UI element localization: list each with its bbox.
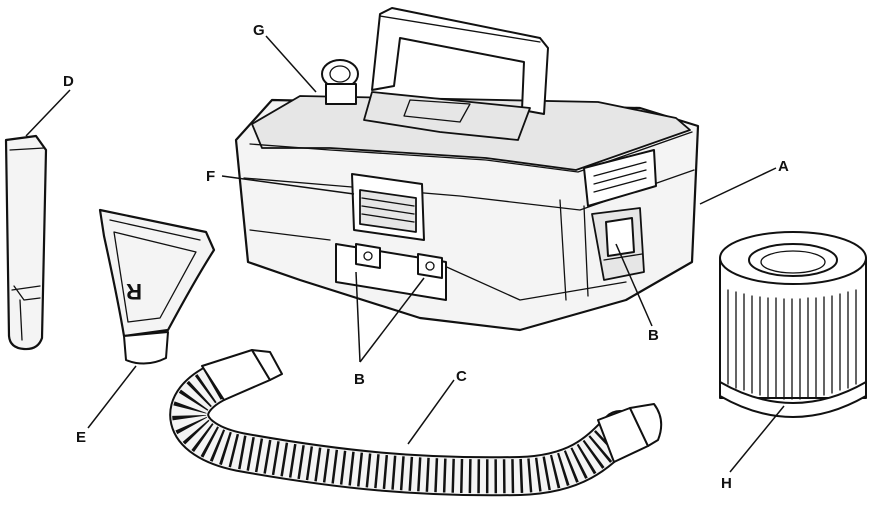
latch xyxy=(352,174,424,240)
hose xyxy=(189,350,661,476)
hose-port xyxy=(322,60,358,104)
callout-c: C xyxy=(456,368,467,385)
callout-g: G xyxy=(253,22,265,39)
cartridge-filter xyxy=(720,232,866,417)
callout-f: F xyxy=(206,168,215,185)
callout-e: E xyxy=(76,429,86,446)
callout-a: A xyxy=(778,158,789,175)
callout-b-lower: B xyxy=(354,371,365,388)
callout-d: D xyxy=(63,73,74,90)
crevice-tool xyxy=(6,136,46,349)
utility-nozzle: R xyxy=(100,210,214,364)
callout-b-upper: B xyxy=(648,327,659,344)
nozzle-logo: R xyxy=(126,279,142,304)
callout-h: H xyxy=(721,475,732,492)
